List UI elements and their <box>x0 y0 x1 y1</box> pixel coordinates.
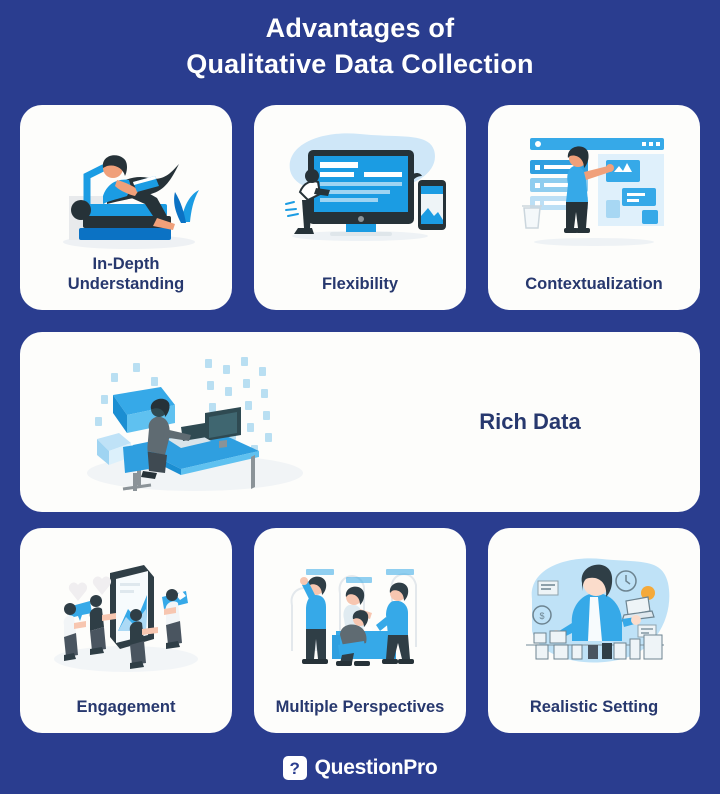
card-multiple-perspectives[interactable]: Multiple Perspectives <box>254 528 466 733</box>
card-label-rich-data: Rich Data <box>479 409 581 434</box>
card-contextualization[interactable]: Contextualization <box>488 105 700 310</box>
isometric-tablet-people-illustration <box>20 542 232 682</box>
questionpro-logo-text: QuestionPro <box>314 756 438 779</box>
page-title-line-2: Qualitative Data Collection <box>186 49 534 79</box>
desktop-monitor-and-phone-illustration <box>254 119 466 259</box>
card-label-multiple-perspectives: Multiple Perspectives <box>275 698 445 716</box>
woman-office-icons-illustration: $ <box>488 542 700 682</box>
person-reading-on-books-illustration <box>20 119 232 259</box>
page-title-line-1: Advantages of <box>265 13 455 43</box>
card-label-realistic-setting: Realistic Setting <box>529 698 659 716</box>
card-label-contextualization: Contextualization <box>525 275 663 293</box>
footer-logo[interactable]: ? QuestionPro <box>0 756 720 780</box>
group-of-people-sofa-illustration <box>254 542 466 682</box>
card-label-flexibility: Flexibility <box>321 275 399 293</box>
card-engagement[interactable]: Engagement <box>20 528 232 733</box>
page-title: Advantages of Qualitative Data Collectio… <box>0 10 720 82</box>
card-label-in-depth-understanding: In-Depth Understanding <box>20 254 232 294</box>
questionpro-logo-icon: ? <box>282 756 307 780</box>
woman-with-wireframe-panels-illustration <box>488 119 700 259</box>
card-realistic-setting[interactable]: $ <box>488 528 700 733</box>
card-label-line-2: Understanding <box>67 275 185 293</box>
card-in-depth-understanding[interactable]: In-Depth Understanding <box>20 105 232 310</box>
card-rich-data[interactable]: Rich Data <box>20 332 700 512</box>
isometric-desk-data-illustration <box>40 344 340 500</box>
card-label-line-1: In-Depth <box>92 255 160 273</box>
card-label-engagement: Engagement <box>76 698 176 716</box>
card-flexibility[interactable]: Flexibility <box>254 105 466 310</box>
svg-text:$: $ <box>539 611 544 621</box>
